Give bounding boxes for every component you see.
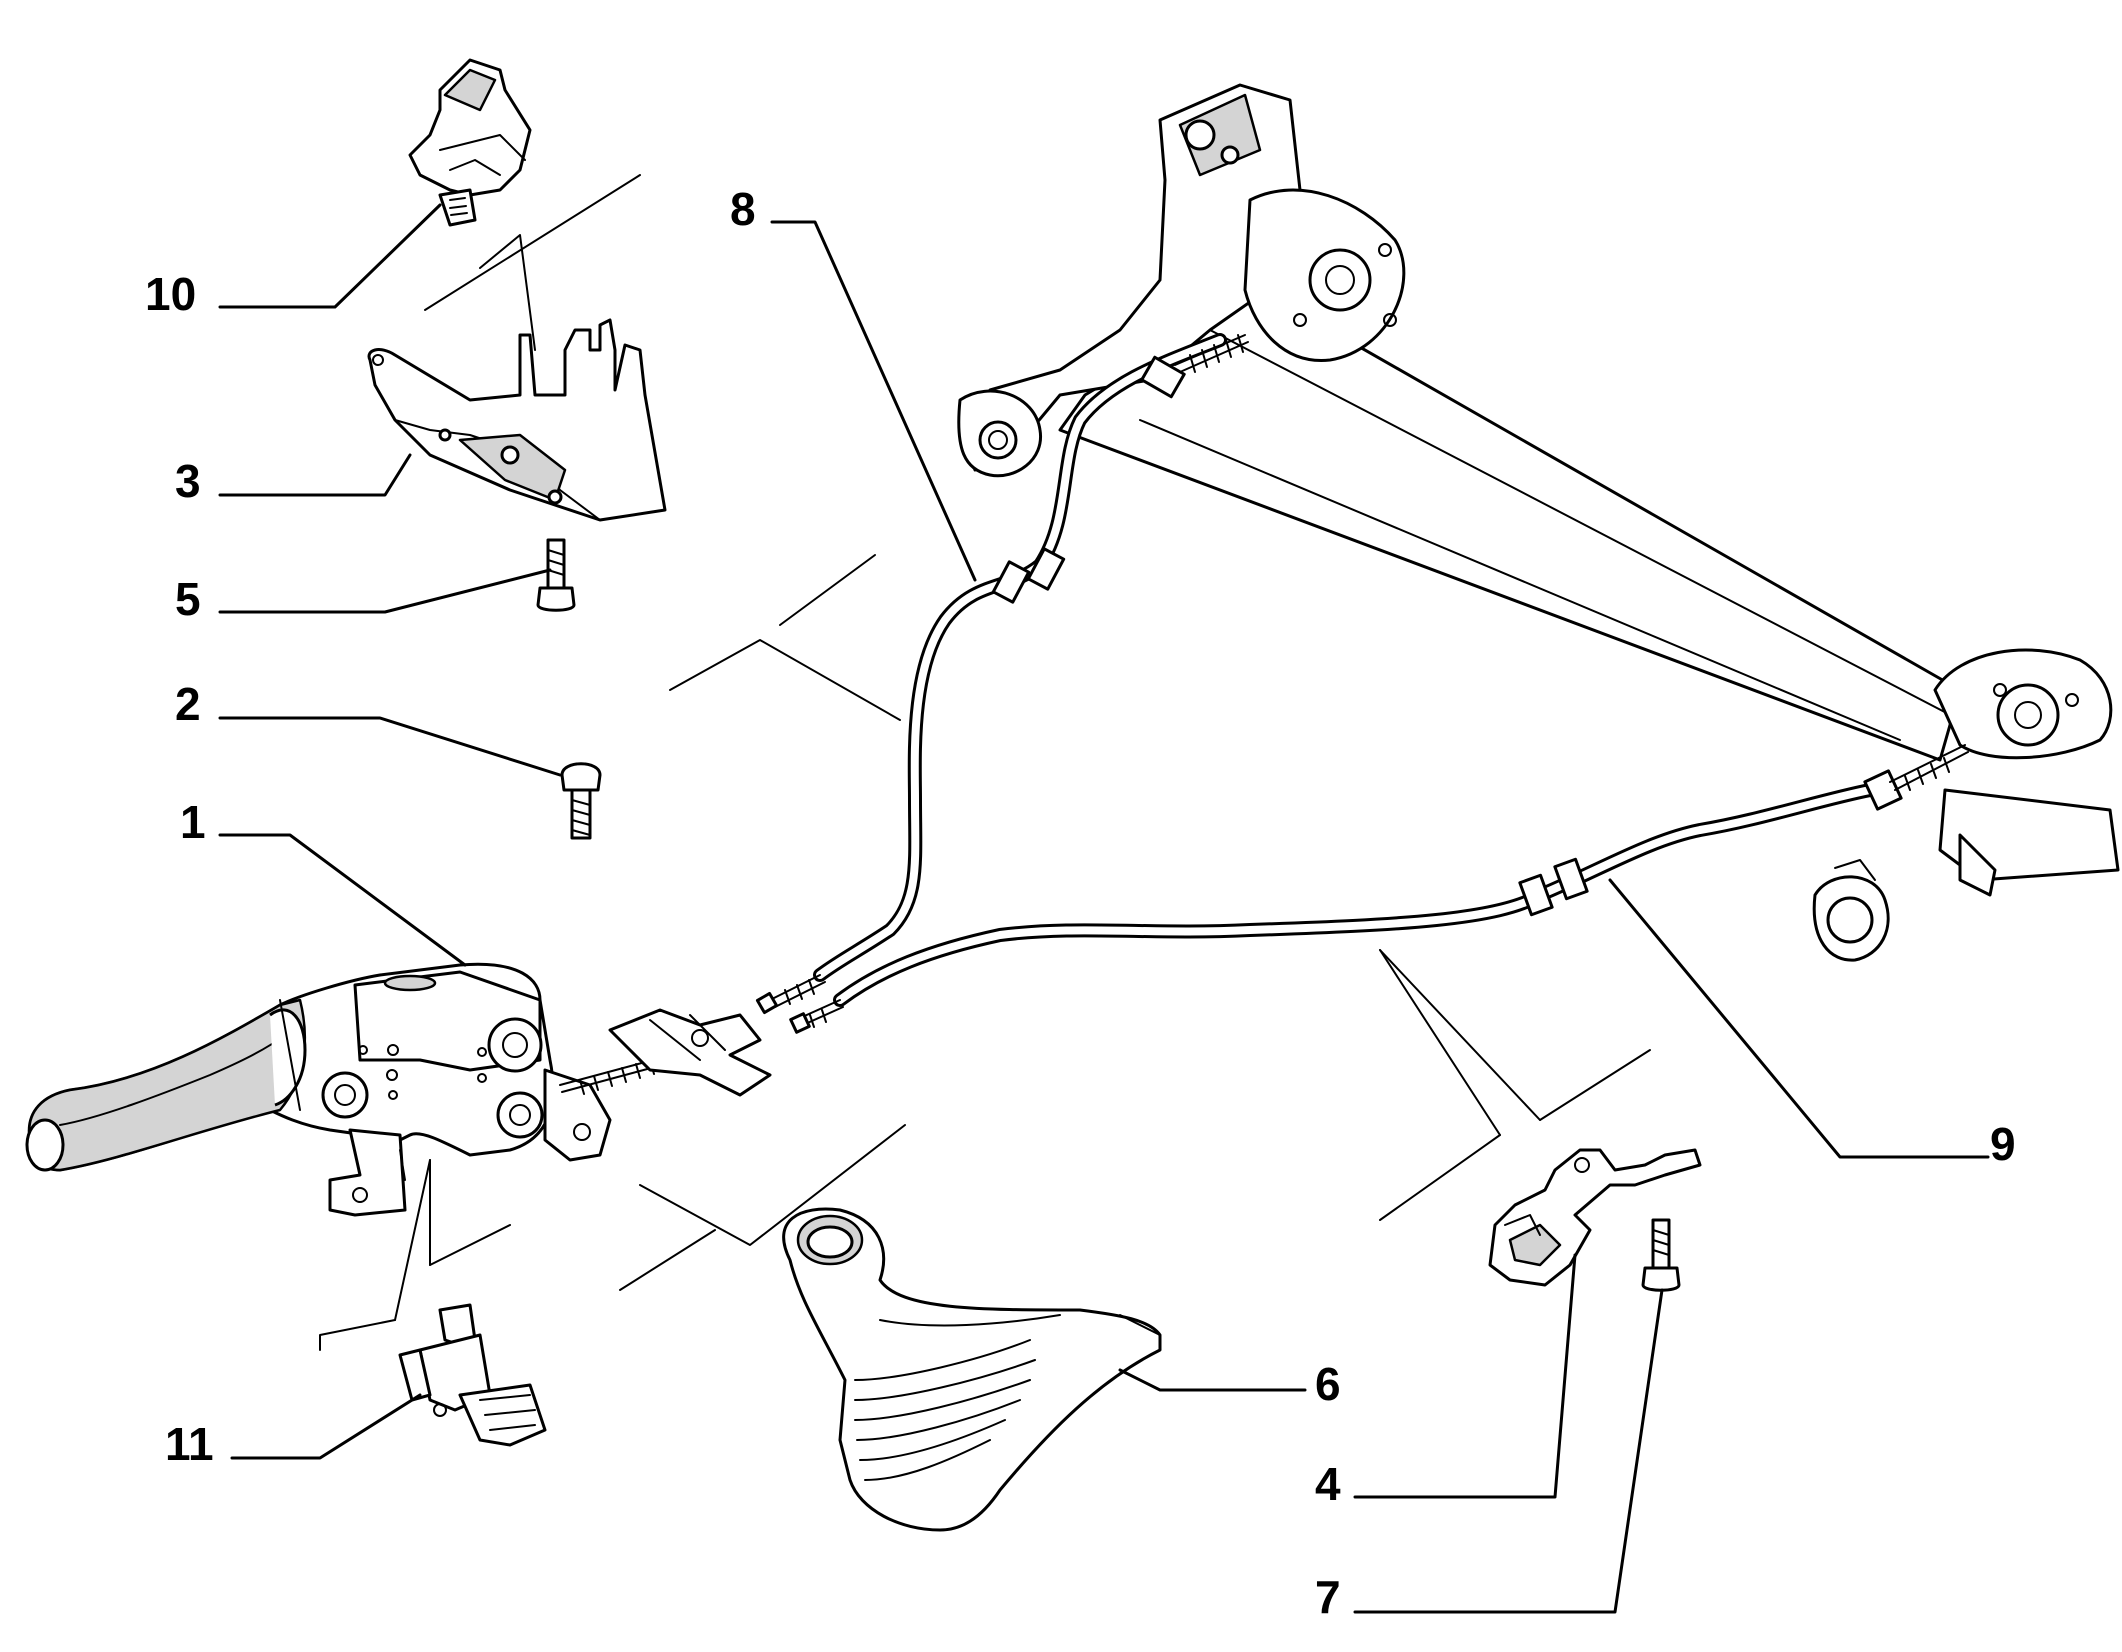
callout-2: 2 (175, 678, 201, 730)
rear-axle (957, 83, 2120, 962)
bracket-3 (367, 318, 667, 522)
bolt-7 (1641, 1218, 1681, 1292)
callout-8: 8 (730, 183, 756, 235)
callout-4: 4 (1315, 1458, 1341, 1510)
callout-5: 5 (175, 573, 201, 625)
callout-7: 7 (1315, 1571, 1341, 1623)
callout-3: 3 (175, 455, 201, 507)
switch-11 (398, 1303, 547, 1447)
callout-9: 9 (1990, 1118, 2016, 1170)
callout-labels: 10 3 5 2 1 8 9 6 11 4 7 (145, 183, 2016, 1623)
bolt-5 (536, 538, 576, 612)
handbrake-lever (25, 962, 772, 1217)
gaiter-6 (782, 1207, 1162, 1532)
callout-10: 10 (145, 268, 196, 320)
bolt-2 (560, 762, 602, 840)
callout-11: 11 (165, 1418, 214, 1470)
cable-8 (755, 333, 1249, 1015)
clip-10 (408, 58, 532, 227)
callout-6: 6 (1315, 1358, 1341, 1410)
callout-1: 1 (180, 796, 206, 848)
bracket-4 (1488, 1148, 1702, 1287)
cable-9 (789, 744, 1969, 1034)
leader-lines (218, 174, 1990, 1614)
